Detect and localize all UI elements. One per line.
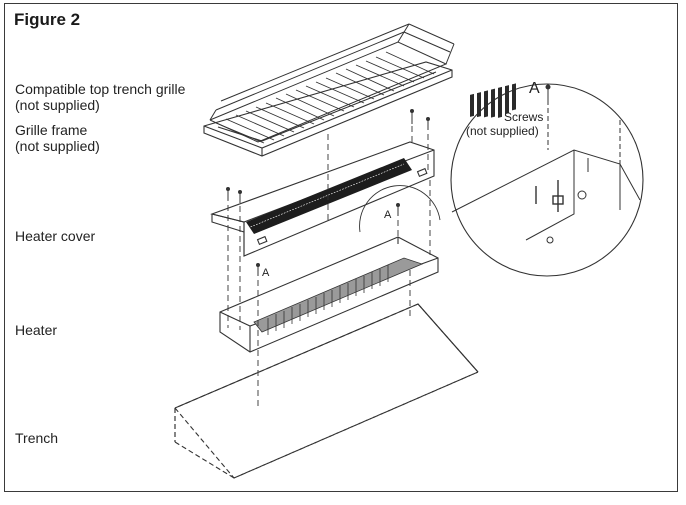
heater-fins xyxy=(267,265,389,335)
trench-solid-top xyxy=(174,303,479,442)
label-trench: Trench xyxy=(15,430,59,446)
detail-connector xyxy=(359,185,441,233)
detail-circle xyxy=(450,83,644,277)
detail-screws-note: (not supplied) xyxy=(466,124,539,138)
cover-louvres xyxy=(246,158,412,234)
figure-title: Figure 2 xyxy=(14,10,81,29)
trench-box xyxy=(174,303,479,479)
label-frame: Grille frame xyxy=(15,122,88,138)
figure-frame xyxy=(4,3,678,492)
label-grille: Compatible top trench grille xyxy=(15,81,186,97)
alignment-lines xyxy=(227,116,431,410)
grille-frame xyxy=(203,61,453,157)
screws xyxy=(226,109,430,276)
detail-box xyxy=(451,84,641,244)
label-grille-note: (not supplied) xyxy=(15,97,100,113)
marker-a-cover: A xyxy=(384,209,392,221)
label-heater: Heater xyxy=(15,322,58,338)
grille-slats xyxy=(215,51,435,144)
marker-a-heater: A xyxy=(262,267,270,279)
detail-fins xyxy=(470,83,516,118)
label-heater-cover: Heater cover xyxy=(15,228,96,244)
detail-bracket xyxy=(535,180,564,212)
detail-marker: A xyxy=(529,80,540,97)
detail-screws-label: Screws xyxy=(504,110,543,124)
label-frame-note: (not supplied) xyxy=(15,138,100,154)
heater-body xyxy=(219,236,439,353)
grille-bars xyxy=(209,23,455,143)
